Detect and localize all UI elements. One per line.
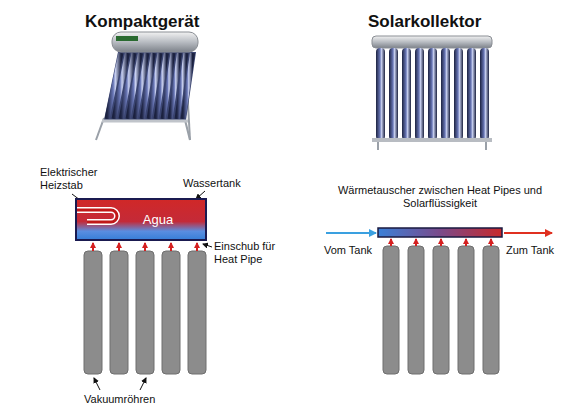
water-tank: Agua [75, 198, 207, 241]
flow-label: Zum Tank [506, 244, 562, 257]
part-label: Vakuumröhren [84, 393, 184, 406]
tank-content-label: Agua [143, 212, 173, 227]
heat-exchanger-bar [378, 228, 502, 237]
part-label: Einschub für Heat Pipe [214, 240, 286, 266]
collector-photo [372, 36, 492, 150]
section-title: Kompaktgerät [85, 12, 225, 32]
outflow-arrow [504, 232, 552, 234]
part-label: Wärmetauscher zwischen Heat Pipes und So… [335, 184, 545, 210]
compact-unit-photo [96, 32, 198, 140]
heat-arrows [93, 243, 197, 251]
inflow-arrow [326, 232, 376, 234]
heating-element [77, 202, 121, 232]
vacuum-tubes [383, 246, 499, 374]
section-title: Solarkollektor [368, 12, 518, 32]
flow-label: Vom Tank [324, 244, 380, 257]
vacuum-tubes [84, 251, 206, 374]
part-label: Wassertank [183, 177, 263, 190]
leader-lines [72, 191, 212, 390]
part-label: Elektrischer Heizstab [40, 166, 112, 192]
heat-arrows [391, 239, 491, 246]
